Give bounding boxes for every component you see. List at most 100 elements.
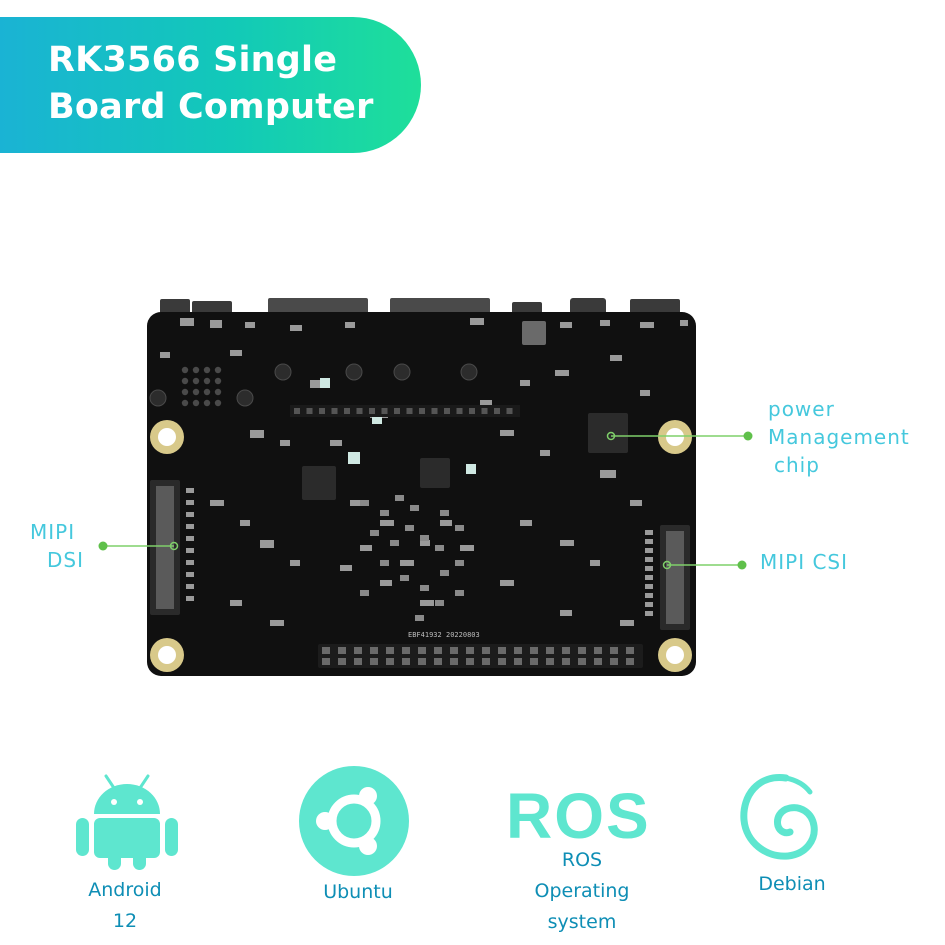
soc-pad [435, 600, 444, 606]
fpc-pad [645, 557, 653, 562]
header-pin [546, 647, 554, 654]
fpc-pad [645, 593, 653, 598]
board-marking-right: 20220803 [446, 631, 480, 639]
soc-pad [435, 545, 444, 551]
via-dot [456, 408, 463, 414]
header-pin [626, 647, 634, 654]
fpc-pad [186, 560, 194, 565]
header-pin [514, 647, 522, 654]
ros-line-2: Operating [534, 880, 630, 902]
header-pin [370, 647, 378, 654]
android-label: Android 12 [70, 875, 180, 937]
header-pin [354, 647, 362, 654]
fpc-pad [645, 602, 653, 607]
title-banner: RK3566 Single Board Computer [0, 17, 421, 153]
hole-grid [203, 388, 211, 396]
header-pin [610, 658, 618, 665]
header-pin [482, 647, 490, 654]
callout-dots [98, 431, 753, 570]
title-line-1: RK3566 Single [48, 40, 338, 80]
soc-pad [440, 570, 449, 576]
soc-pad [410, 505, 419, 511]
android-line-2: 12 [112, 910, 138, 932]
header-pin [322, 647, 330, 654]
hole-grid [214, 399, 222, 407]
soc-pad [455, 560, 464, 566]
soc-pad [420, 585, 429, 591]
header-pin [530, 647, 538, 654]
soc-pad [360, 590, 369, 596]
power-management-label: power Management chip [768, 395, 910, 479]
via-dot [394, 408, 400, 414]
header-pin [594, 658, 602, 665]
fpc-pad [186, 512, 194, 517]
header-pin [498, 647, 506, 654]
hole-grid [203, 399, 211, 407]
ubuntu-label: Ubuntu [298, 877, 418, 908]
header-pin [578, 647, 586, 654]
pin-header [318, 644, 643, 668]
via-dot [506, 408, 513, 414]
soc-pad [390, 540, 399, 546]
fpc-pad [645, 539, 653, 544]
header-pin [610, 647, 618, 654]
fpc-pad [645, 575, 653, 580]
soc-pad [420, 535, 429, 541]
title-line-2: Board Computer [48, 87, 374, 127]
ubuntu-text: Ubuntu [323, 881, 393, 903]
header-pin [418, 647, 426, 654]
hole-grid [192, 377, 200, 385]
header-pin [370, 658, 378, 665]
fpc-pad [645, 611, 653, 616]
fpc-pad [186, 572, 194, 577]
via-dot [406, 408, 413, 414]
soc-pad [440, 510, 449, 516]
capacitor [149, 389, 167, 407]
via-dot [344, 408, 350, 414]
fpc-pad [186, 488, 194, 493]
ros-line-1: ROS [561, 849, 603, 871]
fpc-connectors [150, 480, 690, 630]
header-pin [434, 658, 442, 665]
header-pin [322, 658, 330, 665]
chips [302, 321, 628, 500]
ros-logo: ROS [506, 780, 651, 852]
soc-pad [360, 500, 369, 506]
via-dot [419, 408, 425, 414]
soc-pad [400, 575, 409, 581]
header-pin [418, 658, 426, 665]
hole-grid [214, 377, 222, 385]
soc-pad [455, 525, 464, 531]
hole-grid [203, 366, 211, 374]
hole-grid [181, 366, 189, 374]
header-pin [450, 647, 458, 654]
soc-pad [405, 525, 414, 531]
power-line-3: chip [774, 453, 820, 477]
mipi-dsi-line-2: DSI [47, 548, 84, 572]
hole-grid [192, 366, 200, 374]
header-pin [498, 658, 506, 665]
header-pin [626, 658, 634, 665]
via-dot [356, 408, 363, 414]
header-pin [530, 658, 538, 665]
capacitor [393, 363, 411, 381]
callout-leaders [103, 435, 748, 566]
via-dot [494, 408, 500, 414]
pcb [147, 312, 696, 676]
header-pin [338, 647, 346, 654]
hole-grid [203, 377, 211, 385]
soc-pad [370, 530, 379, 536]
ros-label: ROS Operating system [512, 845, 652, 938]
power-line-2: Management [768, 425, 910, 449]
hole-grid [192, 388, 200, 396]
soc-pad [380, 510, 389, 516]
via-dot [294, 408, 300, 414]
via-dot [481, 408, 488, 414]
fpc-pad [186, 500, 194, 505]
fpc-pad [645, 530, 653, 535]
debian-text: Debian [758, 873, 826, 895]
header-pin [386, 647, 394, 654]
header-pin [466, 658, 474, 665]
via-dot [369, 408, 375, 414]
header-pin [402, 658, 410, 665]
